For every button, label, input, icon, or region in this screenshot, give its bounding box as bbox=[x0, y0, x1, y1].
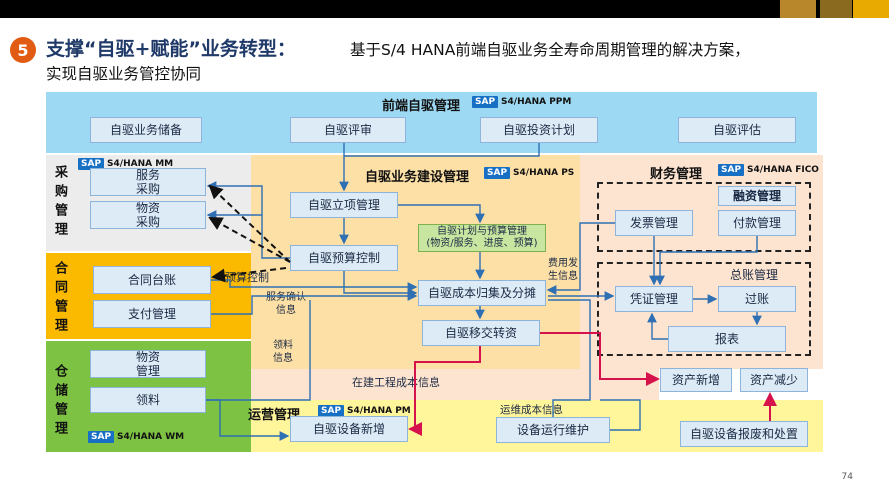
invoice-box[interactable]: 发票管理 bbox=[615, 210, 693, 236]
service-confirm-label: 服务确认 信息 bbox=[266, 292, 306, 316]
device-maint-box[interactable]: 设备运行维护 bbox=[496, 417, 610, 443]
slide-subtitle-line2: 实现自驱业务管控协同 bbox=[46, 65, 202, 83]
mm-sap-label: S4/HANA MM bbox=[107, 159, 174, 169]
budget-control-box[interactable]: 自驱预算控制 bbox=[290, 245, 398, 271]
transfer-box[interactable]: 自驱移交转资 bbox=[422, 320, 540, 346]
fico-dashed-frame-top bbox=[597, 182, 811, 252]
project-mgmt-box[interactable]: 自驱立项管理 bbox=[290, 192, 398, 218]
front-box-evaluate[interactable]: 自驱评估 bbox=[678, 117, 796, 143]
dashed-budget-to-service bbox=[208, 184, 291, 263]
asset-reduce-box[interactable]: 资产减少 bbox=[740, 368, 808, 392]
slide-title: 支撑“自驱+赋能”业务转型： bbox=[46, 38, 296, 60]
arrow-transfer-to-device bbox=[408, 346, 481, 436]
ps-sap-badge: SAP S4/HANA PS bbox=[484, 167, 574, 179]
fico-sap-badge: SAP S4/HANA FICO bbox=[718, 164, 819, 176]
fico-sap-label: S4/HANA FICO bbox=[747, 165, 819, 175]
pm-sap-label: S4/HANA PM bbox=[347, 406, 411, 416]
material-mgmt-box[interactable]: 物资 管理 bbox=[90, 350, 206, 378]
dashed-budget-to-material bbox=[208, 217, 291, 263]
cost-collect-box[interactable]: 自驱成本归集及分摊 bbox=[418, 280, 546, 306]
sap-logo-icon: SAP bbox=[484, 167, 511, 179]
arrow-pick-to-cost bbox=[206, 300, 311, 401]
top-accent-1 bbox=[780, 0, 816, 18]
sap-logo-icon: SAP bbox=[88, 431, 115, 443]
front-box-review[interactable]: 自驱评审 bbox=[290, 117, 406, 143]
warehouse-label: 仓储管理 bbox=[52, 364, 67, 440]
op-cost-label: 运维成本信息 bbox=[500, 404, 563, 416]
dashed-budget-to-contract bbox=[211, 267, 287, 283]
wip-band bbox=[251, 369, 659, 400]
arrow-invoice-to-cost bbox=[546, 222, 615, 295]
fico-dashed-frame-ledger bbox=[597, 262, 811, 356]
wm-sap-badge: SAP S4/HANA WM bbox=[88, 431, 184, 443]
arrow-payment-to-voucher bbox=[655, 236, 758, 286]
contract-label: 合同管理 bbox=[52, 261, 67, 337]
plan-budget-box[interactable]: 自驱计划与预算管理 (物资/服务、进度、预算) bbox=[418, 224, 546, 252]
posting-box[interactable]: 过账 bbox=[718, 286, 796, 312]
procurement-label: 采购管理 bbox=[52, 165, 67, 241]
expense-info-label: 费用发 生信息 bbox=[548, 258, 578, 282]
arrow-report-to-voucher bbox=[647, 312, 668, 340]
page-number: 74 bbox=[841, 472, 853, 482]
sap-logo-icon: SAP bbox=[472, 96, 499, 108]
material-pick-box[interactable]: 领料 bbox=[90, 387, 206, 413]
voucher-box[interactable]: 凭证管理 bbox=[615, 286, 693, 312]
wm-sap-label: S4/HANA WM bbox=[117, 432, 185, 442]
front-sap-label: S4/HANA PPM bbox=[501, 97, 572, 107]
arrow-pick-to-device bbox=[206, 399, 290, 441]
contract-ledger-box[interactable]: 合同台账 bbox=[93, 266, 211, 294]
material-purchase-box[interactable]: 物资 采购 bbox=[90, 201, 206, 229]
pm-zone-title: 运营管理 bbox=[248, 408, 301, 423]
fico-zone-title: 财务管理 bbox=[650, 167, 703, 182]
top-bar bbox=[0, 0, 889, 18]
arrow-maint-to-cost bbox=[548, 299, 591, 417]
slide-number-badge: 5 bbox=[10, 37, 36, 63]
arrow-invest-to-review bbox=[344, 143, 540, 157]
ledger-title: 总账管理 bbox=[730, 268, 779, 282]
arrow-project-to-plan bbox=[398, 204, 485, 224]
payment-mgmt-box[interactable]: 支付管理 bbox=[93, 300, 211, 328]
front-box-reserve[interactable]: 自驱业务储备 bbox=[90, 117, 202, 143]
device-scrap-box[interactable]: 自驱设备报废和处置 bbox=[680, 421, 808, 447]
service-purchase-box[interactable]: 服务 采购 bbox=[90, 168, 206, 196]
report-box[interactable]: 报表 bbox=[668, 326, 786, 352]
slide-subtitle: 基于S/4 HANA前端自驱业务全寿命周期管理的解决方案， bbox=[350, 41, 750, 59]
front-box-invest-plan[interactable]: 自驱投资计划 bbox=[480, 117, 598, 143]
pm-sap-badge: SAP S4/HANA PM bbox=[318, 405, 411, 417]
asset-add-box[interactable]: 资产新增 bbox=[660, 368, 732, 392]
payment-box[interactable]: 付款管理 bbox=[718, 210, 796, 236]
sap-logo-icon: SAP bbox=[78, 158, 105, 170]
arrow-payment-to-cost bbox=[211, 291, 418, 315]
pick-info-label: 领料 信息 bbox=[273, 340, 293, 364]
arrow-contract-to-cost bbox=[211, 279, 418, 292]
top-accent-3 bbox=[853, 0, 889, 18]
sap-logo-icon: SAP bbox=[718, 164, 745, 176]
arrow-transfer-to-asset bbox=[540, 332, 660, 386]
fin-mgmt-box[interactable]: 融资管理 bbox=[718, 186, 796, 206]
mm-sap-badge: SAP S4/HANA MM bbox=[78, 158, 173, 170]
arrow-maint-to-fico bbox=[600, 399, 641, 431]
top-accent-2 bbox=[820, 0, 852, 18]
ps-sap-label: S4/HANA PS bbox=[513, 168, 575, 178]
device-add-box[interactable]: 自驱设备新增 bbox=[290, 416, 408, 442]
arrow-budget-left bbox=[206, 181, 290, 259]
sap-logo-icon: SAP bbox=[318, 405, 345, 417]
front-zone-title: 前端自驱管理 bbox=[382, 99, 461, 114]
ps-zone-title: 自驱业务建设管理 bbox=[365, 170, 470, 185]
arrow-budget-to-cost bbox=[343, 271, 418, 298]
front-sap-badge: SAP S4/HANA PPM bbox=[472, 96, 571, 108]
wip-info-label: 在建工程成本信息 bbox=[352, 376, 440, 389]
